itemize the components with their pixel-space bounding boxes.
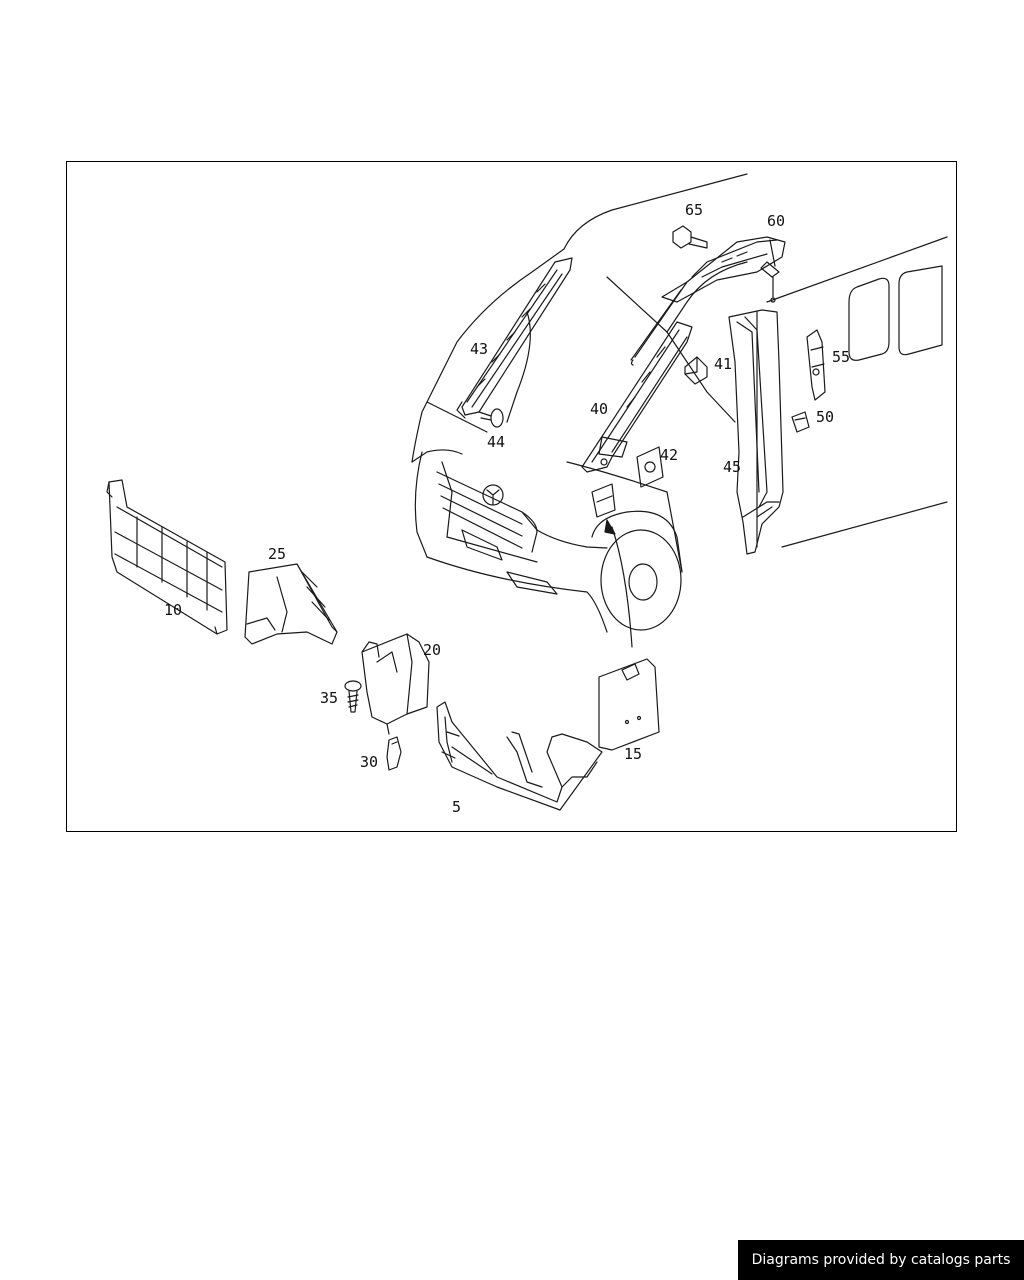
part-55-latch xyxy=(806,329,826,401)
callout-55: 55 xyxy=(832,348,850,366)
exploded-parts-diagram: 65 60 43 41 55 40 44 50 42 45 25 10 20 3… xyxy=(106,173,948,816)
callout-41: 41 xyxy=(714,355,732,373)
part-50-clip xyxy=(791,411,810,433)
callout-5: 5 xyxy=(452,798,461,816)
callout-42: 42 xyxy=(660,446,678,464)
part-42-pad xyxy=(636,446,664,488)
credit-banner: Diagrams provided by catalogs parts xyxy=(738,1240,1024,1280)
part-callouts: 65 60 43 41 55 40 44 50 42 45 25 10 20 3… xyxy=(164,201,850,816)
fender-bracket xyxy=(591,483,616,518)
callout-50: 50 xyxy=(816,408,834,426)
part-15-trim-panel xyxy=(598,658,660,751)
callout-43: 43 xyxy=(470,340,488,358)
van-body-outline xyxy=(411,173,948,633)
part-65-bolt xyxy=(672,225,708,249)
part-43-pillar-trim xyxy=(456,257,573,419)
part-44-clip xyxy=(478,408,504,428)
parts-diagram-frame: 65 60 43 41 55 40 44 50 42 45 25 10 20 3… xyxy=(66,161,957,832)
callout-20: 20 xyxy=(423,641,441,659)
part-40-pillar-trim xyxy=(581,321,693,473)
assembly-arrow xyxy=(611,526,633,648)
callout-44: 44 xyxy=(487,433,505,451)
part-30-clip xyxy=(386,736,402,771)
callout-60: 60 xyxy=(767,212,785,230)
callout-40: 40 xyxy=(590,400,608,418)
part-25-trim-panel xyxy=(244,563,338,645)
part-45-b-pillar-trim xyxy=(728,309,784,555)
callout-65: 65 xyxy=(685,201,703,219)
callout-15: 15 xyxy=(624,745,642,763)
callout-25: 25 xyxy=(268,545,286,563)
part-60-roof-rail xyxy=(630,236,786,366)
assembly-arrowhead xyxy=(604,519,616,535)
part-5-floor-trim xyxy=(436,701,603,811)
part-20-trim-panel xyxy=(361,633,430,735)
part-35-screw xyxy=(344,680,362,713)
callout-45: 45 xyxy=(723,458,741,476)
part-41-bracket xyxy=(684,356,708,385)
part-10-partition-grille xyxy=(106,479,228,635)
callout-10: 10 xyxy=(164,601,182,619)
credit-text: Diagrams provided by catalogs parts xyxy=(751,1252,1011,1268)
callout-30: 30 xyxy=(360,753,378,771)
callout-35: 35 xyxy=(320,689,338,707)
